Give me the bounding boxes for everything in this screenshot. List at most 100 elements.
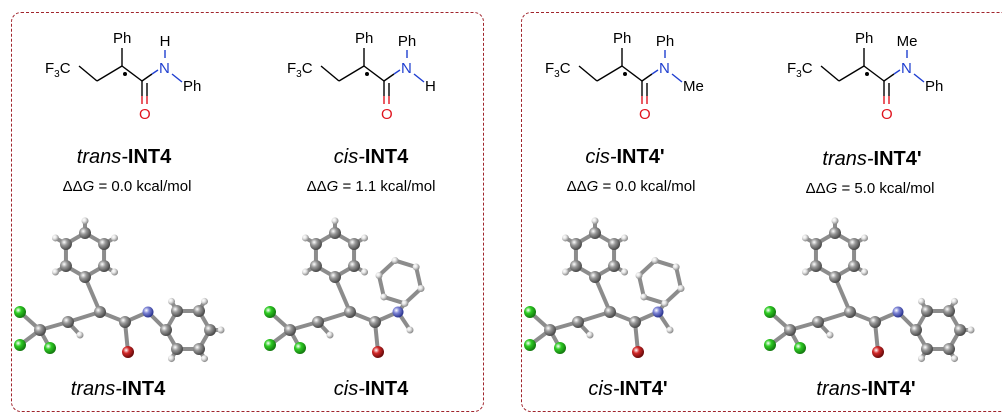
n-side-substituent: Ph <box>925 78 943 95</box>
model-atom-H <box>168 297 175 305</box>
model-atom-C <box>572 316 584 328</box>
model-atom-C <box>329 271 341 283</box>
model-atom-C <box>348 238 361 250</box>
caption-cis-int4-prime: cis-INT4' <box>588 378 668 400</box>
model-atom-C <box>309 260 322 272</box>
caption-trans-int4-prime: trans-INT4' <box>816 378 916 400</box>
model-atom-O <box>872 346 884 358</box>
model-atom-H <box>81 217 89 225</box>
bond-c-n <box>883 73 895 82</box>
model-atom-H <box>672 263 680 271</box>
bond-ch2-cradical <box>596 65 623 82</box>
model-atom-F <box>264 306 276 318</box>
model-atom-H <box>331 217 339 225</box>
model-atom-C <box>98 260 111 272</box>
model-bond <box>414 265 424 291</box>
model-bond <box>653 258 679 270</box>
model-atom-C <box>921 304 933 317</box>
model-atom-H <box>391 257 399 265</box>
bond-c-carbonyl <box>363 65 385 82</box>
model-atom-H <box>326 331 334 339</box>
model-atom-C <box>59 238 72 250</box>
bond-c-carbonyl <box>863 65 885 82</box>
model-atom-H <box>918 355 925 363</box>
model-atom-C <box>943 304 955 317</box>
bond-n-side <box>413 73 425 83</box>
model-atom-F <box>554 342 566 354</box>
model-atom-C <box>193 343 205 356</box>
model-trans-int4 <box>14 217 225 363</box>
model-atom-C <box>809 260 822 272</box>
title-trans-int4-prime: trans-INT4' <box>822 148 922 170</box>
model-trans-int4-prime <box>764 217 975 363</box>
nitrogen-label: N <box>901 60 912 77</box>
radical-dot <box>365 72 369 76</box>
ph-label: Ph <box>113 30 131 47</box>
model-bond <box>83 275 102 314</box>
model-atom-H <box>651 257 659 265</box>
energy-cis-int4: ΔΔG = 1.1 kcal/mol <box>306 178 436 195</box>
model-atom-H <box>51 268 59 276</box>
model-atom-H <box>375 271 383 279</box>
n-top-substituent: Me <box>897 33 918 50</box>
model-atom-H <box>361 234 369 242</box>
model-atom-C <box>608 260 621 272</box>
bond-c-n <box>383 73 395 82</box>
nitrogen-label: N <box>159 60 170 77</box>
model-atom-H <box>168 355 175 363</box>
model-atom-F <box>794 342 806 354</box>
model-atom-C <box>119 316 131 328</box>
model-atom-O <box>122 346 134 358</box>
bond-cf3-ch2 <box>578 65 598 82</box>
model-atom-H <box>380 293 388 301</box>
oxygen-label: O <box>381 106 393 123</box>
model-atom-C <box>812 316 824 328</box>
oxygen-label: O <box>139 106 151 123</box>
radical-dot <box>623 72 627 76</box>
model-atom-H <box>831 217 839 225</box>
model-atom-H <box>301 268 309 276</box>
n-top-substituent: H <box>160 33 171 50</box>
model-bond <box>376 273 386 299</box>
n-top-substituent: Ph <box>656 33 674 50</box>
model-atom-C <box>629 316 641 328</box>
model-atom-C <box>589 227 601 239</box>
model-atom-H <box>417 285 425 293</box>
model-atom-C <box>284 324 296 336</box>
n-side-substituent: Me <box>683 78 704 95</box>
model-atom-F <box>524 306 536 318</box>
model-atom-C <box>589 271 601 283</box>
model-atom-C <box>329 227 341 239</box>
model-atom-H <box>635 271 643 279</box>
model-atom-H <box>861 234 869 242</box>
model-atom-C <box>829 271 841 283</box>
model-atom-O <box>632 346 644 358</box>
model-cis-int4-prime <box>524 217 685 358</box>
model-atom-O <box>372 346 384 358</box>
model-atom-H <box>967 326 975 334</box>
model-atom-F <box>14 339 26 351</box>
model-bond <box>402 286 424 306</box>
model-atom-C <box>921 343 933 356</box>
bond-ch2-cradical <box>338 65 365 82</box>
model-atom-C <box>79 227 91 239</box>
n-side-substituent: H <box>425 78 436 95</box>
model-atom-C <box>869 316 881 328</box>
model-atom-C <box>608 238 621 250</box>
model-atom-C <box>171 343 183 356</box>
bond-c-n <box>141 73 153 82</box>
bond-ch2-cradical <box>838 65 865 82</box>
model-atom-H <box>111 234 119 242</box>
bond-cf3-ch2 <box>820 65 840 82</box>
model-cis-int4 <box>264 217 425 358</box>
bond-n-side <box>171 73 183 83</box>
title-cis-int4-prime: cis-INT4' <box>585 146 665 168</box>
model-atom-C <box>59 260 72 272</box>
model-atom-H <box>586 331 594 339</box>
title-trans-int4: trans-INT4 <box>76 146 172 168</box>
model-atom-N <box>142 306 154 318</box>
cf3-label: F3C <box>287 60 313 80</box>
model-atom-F <box>294 342 306 354</box>
